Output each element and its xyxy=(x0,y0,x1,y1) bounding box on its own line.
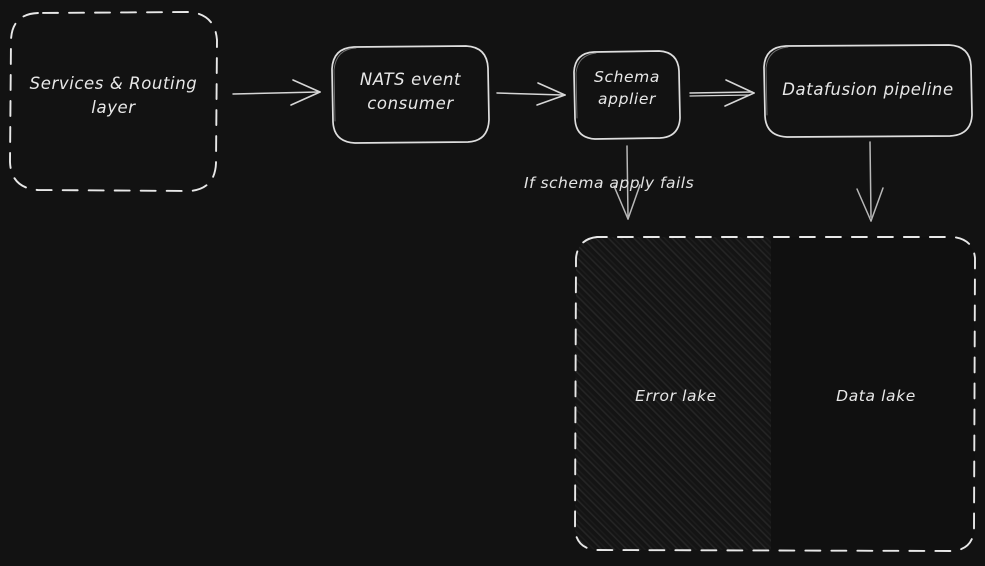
edge-datafusion-to-data-lake xyxy=(856,141,884,222)
node-services-routing-layer-shape xyxy=(9,11,218,192)
edge-label-if-schema-apply-fails: If schema apply fails xyxy=(524,174,695,192)
node-schema-applier-shape xyxy=(573,50,681,140)
node-services-routing-layer[interactable] xyxy=(10,12,217,191)
node-nats-event-consumer[interactable] xyxy=(332,46,489,143)
data-lake-fill xyxy=(771,237,975,550)
edge-schema-to-error-lake xyxy=(613,145,641,220)
region-error-lake[interactable] xyxy=(575,236,771,551)
node-schema-applier[interactable] xyxy=(574,51,680,139)
edge-schema-to-datafusion xyxy=(689,79,755,107)
edge-nats-to-schema xyxy=(496,82,566,106)
region-data-lake[interactable] xyxy=(771,236,975,551)
edge-services-to-nats xyxy=(232,79,321,106)
node-nats-event-consumer-shape xyxy=(331,45,490,144)
node-datafusion-pipeline[interactable] xyxy=(764,45,972,137)
node-datafusion-pipeline-shape xyxy=(763,44,973,138)
lakes-container-shape xyxy=(574,236,976,552)
error-lake-hatch-fill xyxy=(575,237,771,550)
